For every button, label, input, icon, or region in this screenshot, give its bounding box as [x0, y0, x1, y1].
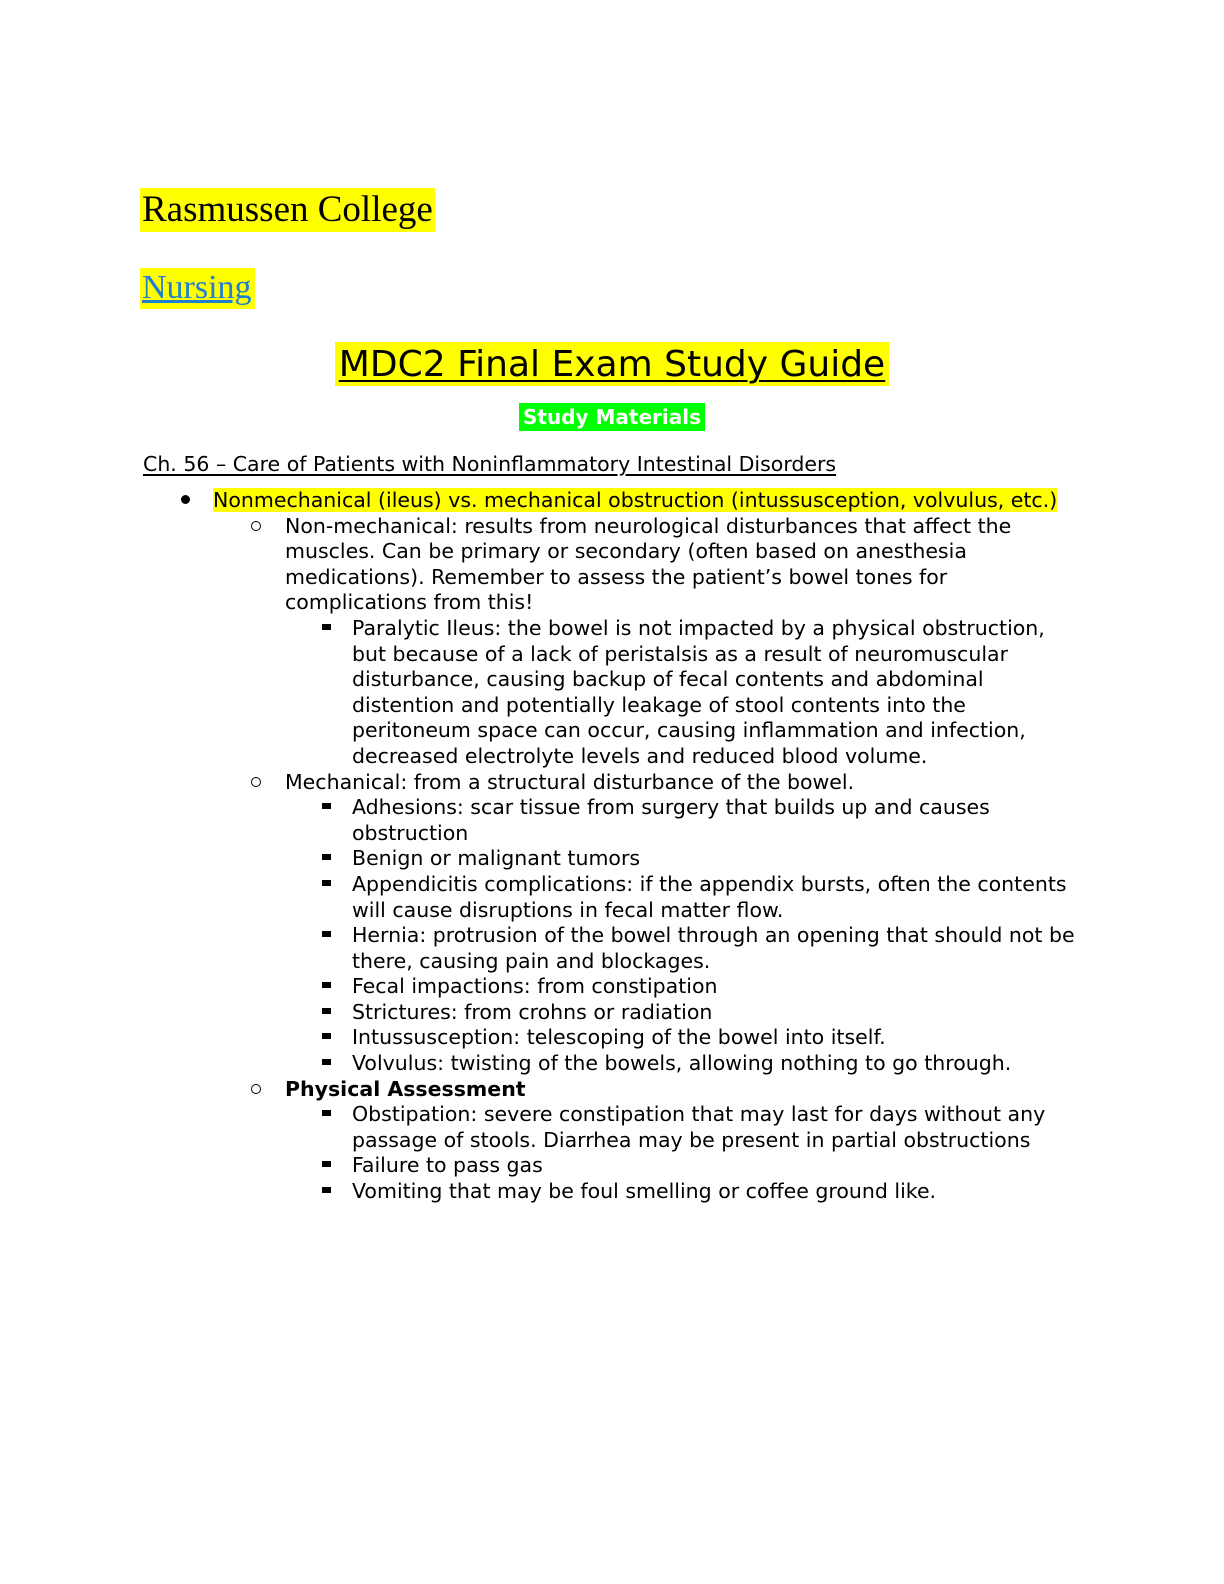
list-item: Vomiting that may be foul smelling or co…	[0, 1179, 1224, 1205]
bullet-square-icon	[322, 872, 331, 898]
list-item: Benign or malignant tumors	[0, 846, 1224, 872]
bullet-square-icon	[322, 1153, 331, 1179]
list-item-text: Obstipation: severe constipation that ma…	[352, 1102, 1046, 1152]
program-link-highlight: Nursing	[140, 268, 255, 309]
list-item-text: Hernia: protrusion of the bowel through …	[352, 923, 1075, 973]
list-item-text: Vomiting that may be foul smelling or co…	[352, 1179, 937, 1204]
list-item-text: Volvulus: twisting of the bowels, allowi…	[352, 1051, 1012, 1076]
list-item-text: Failure to pass gas	[352, 1153, 543, 1178]
list-item-text: Benign or malignant tumors	[352, 846, 641, 871]
list-item: Hernia: protrusion of the bowel through …	[0, 923, 1224, 974]
bullet-square-icon	[322, 923, 331, 949]
list-item-text: Nonmechanical (ileus) vs. mechanical obs…	[213, 488, 1058, 512]
list-item: Mechanical: from a structural disturbanc…	[0, 770, 1224, 796]
program-link[interactable]: Nursing	[140, 268, 255, 309]
page-title: MDC2 Final Exam Study Guide	[0, 342, 1224, 386]
list-item: Fecal impactions: from constipation	[0, 974, 1224, 1000]
program-link-text[interactable]: Nursing	[142, 269, 252, 306]
list-item-text: Mechanical: from a structural disturbanc…	[285, 769, 855, 794]
list-item-text: Non-mechanical: results from neurologica…	[285, 513, 1012, 615]
list-item-text: Appendicitis complications: if the appen…	[352, 871, 1067, 922]
bullet-circle-icon	[251, 514, 261, 540]
list-item-text: Adhesions: scar tissue from surgery that…	[352, 795, 990, 845]
list-item-text: Physical Assessment	[285, 1076, 526, 1101]
list-item: Intussusception: telescoping of the bowe…	[0, 1025, 1224, 1051]
page-title-text: MDC2 Final Exam Study Guide	[334, 342, 890, 386]
list-item: Appendicitis complications: if the appen…	[0, 872, 1224, 923]
bullet-square-icon	[322, 974, 331, 1000]
bullet-square-icon	[322, 1102, 331, 1128]
subtitle: Study Materials	[0, 403, 1224, 431]
list-item: Physical Assessment	[0, 1077, 1224, 1103]
list-item-text: Fecal impactions: from constipation	[352, 974, 718, 999]
bullet-circle-icon	[251, 1077, 261, 1103]
list-item: Obstipation: severe constipation that ma…	[0, 1102, 1224, 1153]
list-item: Nonmechanical (ileus) vs. mechanical obs…	[0, 488, 1224, 514]
list-item: Non-mechanical: results from neurologica…	[0, 514, 1224, 616]
list-item: Adhesions: scar tissue from surgery that…	[0, 795, 1224, 846]
subtitle-text: Study Materials	[518, 403, 706, 431]
bullet-square-icon	[322, 795, 331, 821]
list-item-text: Strictures: from crohns or radiation	[352, 999, 713, 1024]
list-item: Paralytic Ileus: the bowel is not impact…	[0, 616, 1224, 770]
bullet-square-icon	[322, 846, 331, 872]
bullet-square-icon	[322, 1051, 331, 1077]
list-item-text: Paralytic Ileus: the bowel is not impact…	[352, 615, 1045, 768]
list-item: Volvulus: twisting of the bowels, allowi…	[0, 1051, 1224, 1077]
bullet-square-icon	[322, 1179, 331, 1205]
organization-title: Rasmussen College	[140, 188, 435, 232]
chapter-heading: Ch. 56 – Care of Patients with Noninflam…	[143, 452, 837, 476]
list-item-text: Intussusception: telescoping of the bowe…	[352, 1025, 886, 1050]
bullet-square-icon	[322, 616, 331, 642]
bullet-square-icon	[322, 1000, 331, 1026]
list-item: Strictures: from crohns or radiation	[0, 1000, 1224, 1026]
bullet-circle-icon	[251, 770, 261, 796]
outline-list: Nonmechanical (ileus) vs. mechanical obs…	[0, 488, 1224, 1205]
list-item: Failure to pass gas	[0, 1153, 1224, 1179]
bullet-disc-icon	[181, 488, 201, 514]
bullet-square-icon	[322, 1025, 331, 1051]
organization-title-text: Rasmussen College	[140, 188, 435, 232]
